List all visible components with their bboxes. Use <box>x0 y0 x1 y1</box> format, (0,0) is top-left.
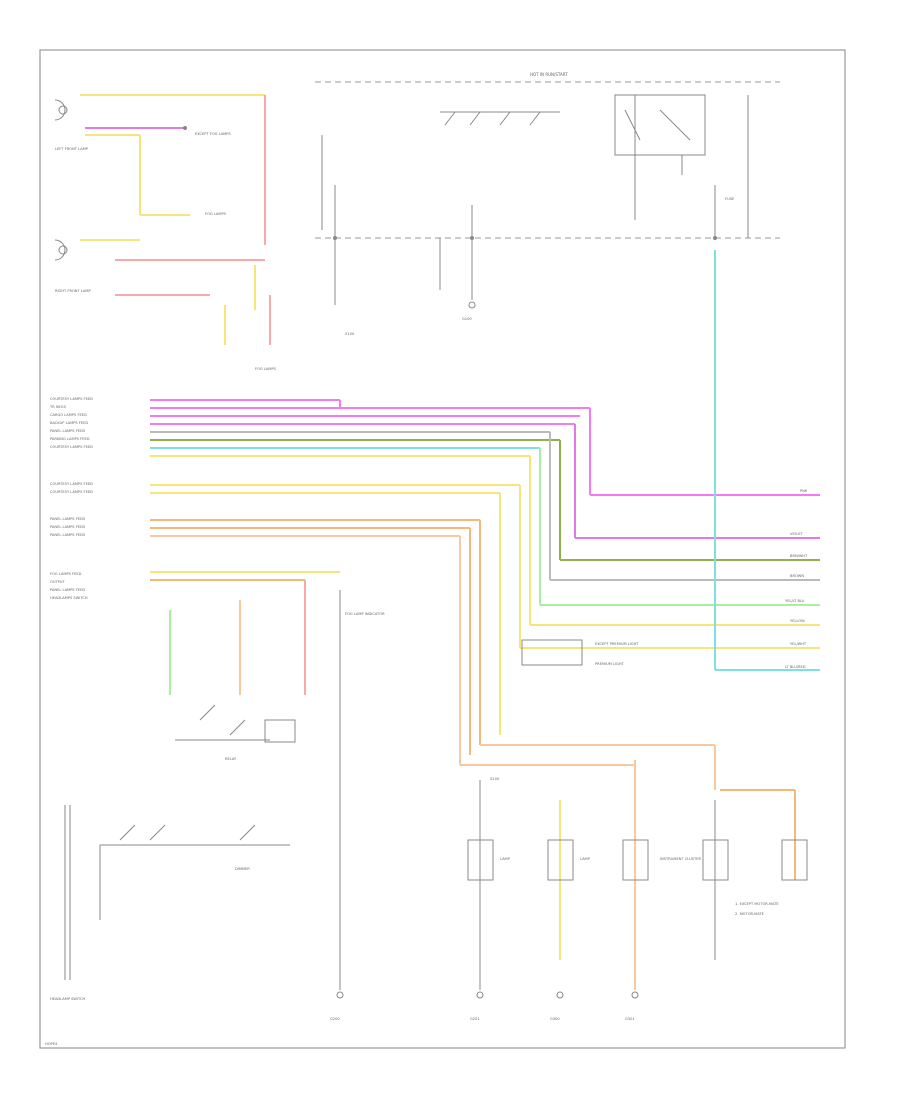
conn-label-8: COURTESY LAMPS FEED <box>50 482 93 486</box>
right-label-6: YELLOW <box>790 619 805 623</box>
connector-labels: COURTESY LAMPS FEED TR NEGS CARGO LAMPS … <box>49 397 93 600</box>
bulb-label-r: LAMP <box>580 857 591 861</box>
premium-label: PREMIUM LIGHT <box>595 662 625 666</box>
lf-lamp-label: LEFT FRONT LAMP <box>55 147 89 151</box>
ground-label-g5: G301 <box>625 1017 635 1021</box>
right-label-4: BROWN <box>790 574 804 578</box>
conn-label-3: CARGO LAMPS FEED <box>50 413 87 417</box>
bulb-label-l: LAMP <box>500 857 511 861</box>
lower-label-2: OUTPUT <box>50 580 65 584</box>
conn-label-1: COURTESY LAMPS FEED <box>50 397 93 401</box>
conn-label-12: PANEL LAMPS FEED <box>50 533 85 537</box>
lower-lamps: G201 G300 G301 LAMP LAMP INSTRUMENT CLUS… <box>460 197 808 1021</box>
splice-label-1: S100 <box>345 332 355 336</box>
front-lamps: LEFT FRONT LAMP RIGHT FRONT LAMP EXCEPT … <box>54 94 277 371</box>
right-label-2: VIOLET <box>790 532 804 536</box>
note-1: 1. EXCEPT MOTOR-MATE <box>735 902 779 906</box>
right-label-8: LT BLU/RED <box>785 665 806 669</box>
fog-lamps-label-2: FOG LAMPS <box>255 367 277 371</box>
conn-label-7: COURTESY LAMPS FEED <box>50 445 93 449</box>
conn-label-9: COURTESY LAMPS FEED <box>50 490 93 494</box>
lower-label-4: HEADLAMPS SWITCH <box>50 596 88 600</box>
rf-lamp-label: RIGHT FRONT LAMP <box>55 289 91 293</box>
cluster-label: INSTRUMENT CLUSTER <box>660 857 701 861</box>
ground-label-g3: G201 <box>470 1017 480 1021</box>
fog-lamps-label: FOG LAMPS <box>205 212 227 216</box>
fuse-label: FUSE <box>725 197 735 201</box>
premium-light-box: EXCEPT PREMIUM LIGHT PREMIUM LIGHT <box>521 639 639 666</box>
splice-label-2: S200 <box>490 777 500 781</box>
ground-label-g2: G200 <box>330 1017 340 1021</box>
fog-indicator-label: FOG LAMP INDICATOR <box>345 612 385 616</box>
ground-label-g1: G100 <box>462 317 472 321</box>
dimmer-label: DIMMER <box>235 867 250 871</box>
relay-label: RELAY <box>225 757 237 761</box>
harness-wires: PNK VIOLET BRN/WHT BROWN YEL/LT BLU YELL… <box>150 250 820 765</box>
conn-label-2: TR NEGS <box>49 405 67 409</box>
right-label-1: PNK <box>800 489 808 493</box>
conn-label-10: PANEL LAMPS FEED <box>50 517 85 521</box>
ground-label-g4: G300 <box>550 1017 560 1021</box>
power-distribution: HOT IN RUN/START G100 S100 <box>315 72 780 336</box>
lower-label-1: FOG LAMPS FEED <box>50 572 82 576</box>
conn-label-6: PARKING LAMPS FEED <box>50 437 90 441</box>
conn-label-11: PANEL LAMPS FEED <box>50 525 85 529</box>
footer-code: HOPE4 <box>45 1042 58 1046</box>
conn-label-5: PANEL LAMPS FEED <box>50 429 85 433</box>
conn-label-4: BACKUP LAMPS FEED <box>50 421 88 425</box>
hl-switch-label: HEADLAMP SWITCH <box>50 997 86 1001</box>
except-prem-label: EXCEPT PREMIUM LIGHT <box>595 642 639 646</box>
diagram-border <box>39 49 846 1049</box>
right-label-5: YEL/LT BLU <box>785 599 805 603</box>
except-fog-label: EXCEPT FOG LAMPS <box>195 132 231 136</box>
note-2: 2. MOTOR-MATE <box>735 912 765 916</box>
hot-label: HOT IN RUN/START <box>530 72 568 77</box>
right-label-7: YEL/WHT <box>790 642 807 646</box>
right-label-3: BRN/WHT <box>790 554 808 558</box>
lower-label-3: PANEL LAMPS FEED <box>50 588 85 592</box>
headlamp-switch-area: FOG LAMP INDICATOR G200 HEADLAMP SWITCH … <box>50 571 385 1021</box>
